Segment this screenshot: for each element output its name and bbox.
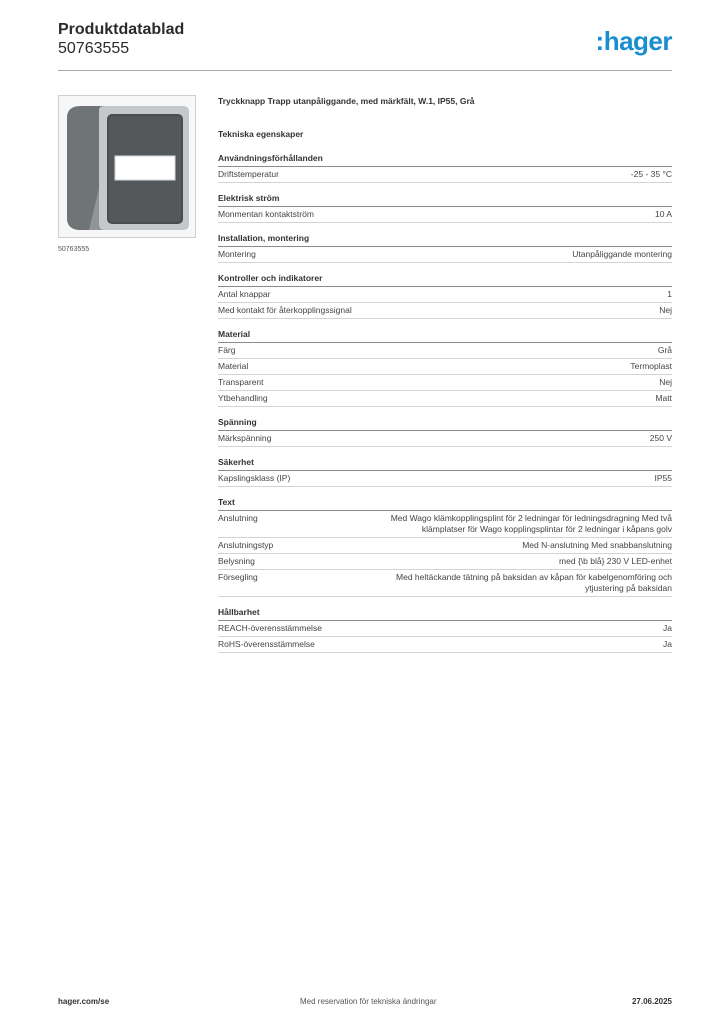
spec-label: Försegling (218, 572, 258, 582)
spec-group-title: Material (218, 329, 672, 343)
spec-label: Antal knappar (218, 289, 271, 299)
footer-disclaimer: Med reservation för tekniska ändringar (300, 997, 437, 1006)
spec-value: 250 V (649, 433, 672, 443)
spec-label: Med kontakt för återkopplingssignal (218, 305, 352, 315)
section-title: Tekniska egenskaper (218, 129, 304, 139)
spec-group-title: Text (218, 497, 672, 511)
spec-group-title: Installation, montering (218, 233, 672, 247)
spec-label: RoHS-överensstämmelse (218, 639, 315, 649)
spec-row: Ytbehandling Matt (218, 391, 672, 407)
spec-value: IP55 (654, 473, 673, 483)
spec-label: Monmentan kontaktström (218, 209, 314, 219)
spec-value: Med Wago klämkopplingsplint för 2 lednin… (390, 513, 672, 534)
spec-label: Anslutning (218, 513, 258, 523)
spec-row: Anslutningstyp Med N-anslutning Med snabb… (218, 538, 672, 554)
spec-row: Anslutning Med Wago klämkopplingsplint fö… (218, 511, 672, 538)
spec-row: Med kontakt för återkopplingssignal Nej (218, 303, 672, 319)
push-button-illustration (59, 96, 195, 237)
product-image (58, 95, 196, 238)
spec-row: Färg Grå (218, 343, 672, 359)
spec-content: Tryckknapp Trapp utanpåliggande, med mär… (218, 96, 672, 663)
product-description: Tryckknapp Trapp utanpåliggande, med mär… (218, 96, 475, 106)
spec-value: Grå (657, 345, 672, 355)
footer-website: hager.com/se (58, 997, 110, 1006)
spec-label: Märkspänning (218, 433, 272, 443)
spec-value: 10 A (654, 209, 672, 219)
spec-value: Med heltäckande tätning på baksidan av k… (396, 572, 672, 593)
spec-label: Anslutningstyp (218, 540, 274, 550)
document-title: Produktdatablad (58, 21, 185, 38)
spec-row: Märkspänning 250 V (218, 431, 672, 447)
spec-label: Montering (218, 249, 256, 259)
image-caption: 50763555 (58, 246, 90, 253)
hager-logo: :hager (595, 26, 673, 56)
spec-label: Ytbehandling (218, 393, 268, 403)
spec-value: -25 - 35 °C (630, 169, 672, 179)
spec-group-title: Spänning (218, 417, 672, 431)
spec-row: REACH-överensstämmelse Ja (218, 621, 672, 637)
footer-date: 27.06.2025 (631, 997, 672, 1006)
spec-value: Nej (659, 377, 672, 387)
spec-value: Termoplast (630, 361, 672, 371)
spec-row: Material Termoplast (218, 359, 672, 375)
spec-group-title: Hållbarhet (218, 607, 672, 621)
spec-row: Monmentan kontaktström 10 A (218, 207, 672, 223)
spec-row: Transparent Nej (218, 375, 672, 391)
spec-value: Nej (659, 305, 672, 315)
spec-value: Ja (663, 623, 672, 633)
spec-row: RoHS-överensstämmelse Ja (218, 637, 672, 653)
spec-value: Utanpåliggande montering (572, 249, 672, 259)
spec-label: Belysning (218, 556, 255, 566)
spec-value: Ja (663, 639, 672, 649)
spec-value: med {\b blå} 230 V LED-enhet (559, 556, 672, 566)
spec-value: Matt (655, 393, 672, 403)
spec-label: Transparent (218, 377, 264, 387)
spec-label: Driftstemperatur (218, 169, 279, 179)
spec-value: Med N-anslutning Med snabbanslutning (522, 540, 672, 550)
spec-group-title: Kontroller och indikatorer (218, 273, 672, 287)
document-number: 50763555 (58, 40, 130, 57)
spec-label: Material (218, 361, 249, 371)
spec-group-title: Användningsförhållanden (218, 153, 672, 167)
spec-label: REACH-överensstämmelse (218, 623, 322, 633)
spec-row: Montering Utanpåliggande montering (218, 247, 672, 263)
spec-row: Driftstemperatur -25 - 35 °C (218, 167, 672, 183)
header-divider (58, 70, 672, 71)
spec-row: Kapslingsklass (IP) IP55 (218, 471, 672, 487)
spec-row: Försegling Med heltäckande tätning på bak… (218, 570, 672, 597)
spec-group-title: Säkerhet (218, 457, 672, 471)
spec-value: 1 (667, 289, 672, 299)
spec-row: Belysning med {\b blå} 230 V LED-enhet (218, 554, 672, 570)
page-header: Produktdatablad 50763555 :hager (58, 20, 673, 70)
spec-row: Antal knappar 1 (218, 287, 672, 303)
spec-label: Färg (218, 345, 236, 355)
spec-group-title: Elektrisk ström (218, 193, 672, 207)
spec-label: Kapslingsklass (IP) (218, 473, 291, 483)
